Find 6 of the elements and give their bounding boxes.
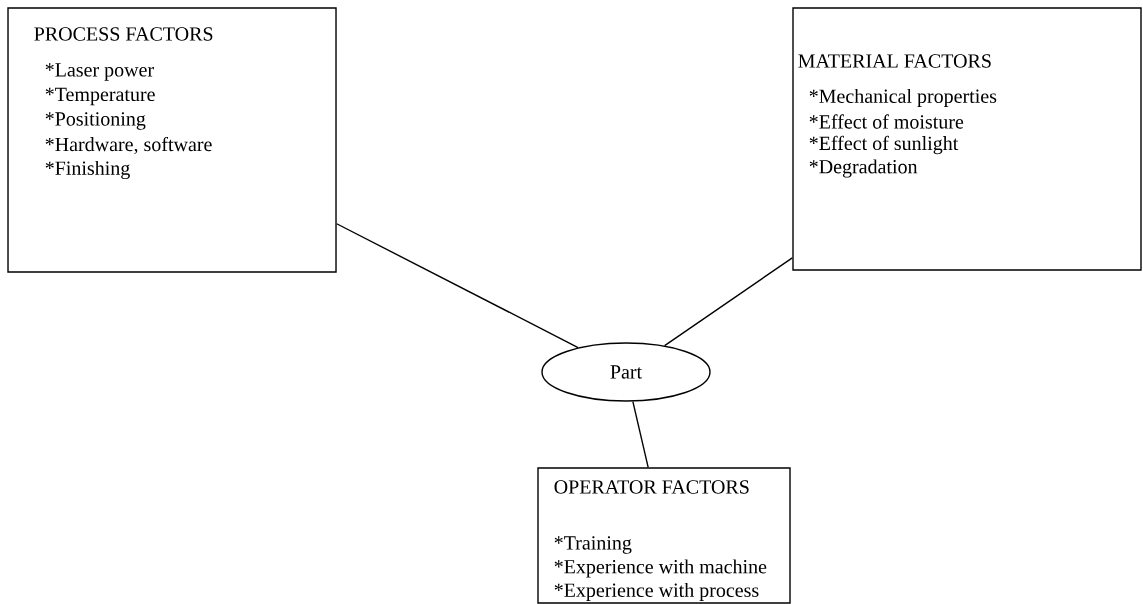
- factor-box: MATERIAL FACTORS *Mechanical properties *Effect of moisture *Effect of sunlight *Degradation: [792, 7, 1142, 271]
- connector-line: [632, 400, 649, 468]
- factor-box: OPERATOR FACTORS *Training *Experience with machine *Experience with process: [537, 467, 791, 604]
- connector-line: [663, 257, 793, 347]
- factor-box: PROCESS FACTORS *Laser power *Temperature *Positioning *Hardware, software *Finishing: [7, 7, 337, 273]
- connector-line: [336, 223, 579, 349]
